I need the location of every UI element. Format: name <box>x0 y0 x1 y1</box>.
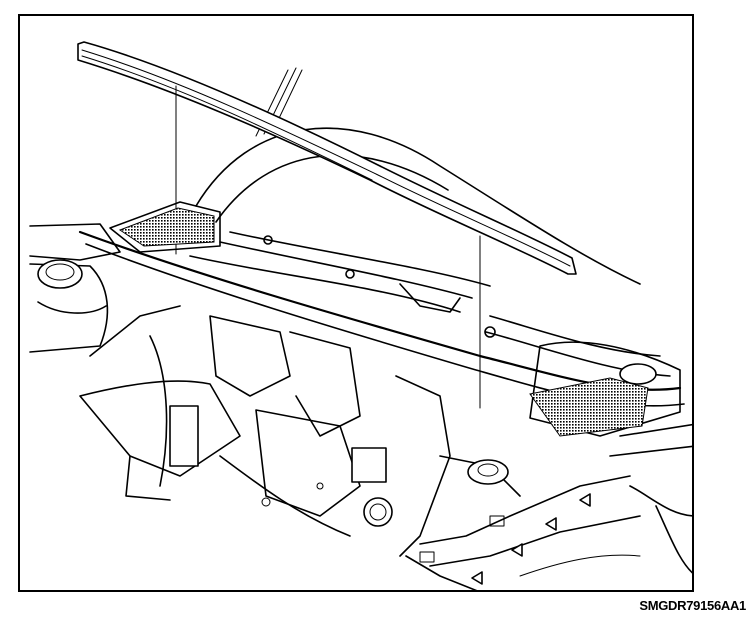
arrow-icon <box>545 517 557 531</box>
figure-frame <box>18 14 694 592</box>
arrow-icon <box>511 543 523 557</box>
brake-booster <box>467 459 509 485</box>
left-fender-area <box>29 223 241 501</box>
figure-code: SMGDR79156AA1 <box>639 598 746 613</box>
alignment-lines <box>175 85 481 409</box>
firewall-lower <box>209 315 641 590</box>
left-grille <box>109 201 221 253</box>
cowl-panel-illustration <box>29 41 692 590</box>
cowl-panel-seal <box>77 41 577 275</box>
right-grille <box>529 377 649 437</box>
cowl-plenum <box>78 230 685 407</box>
strut-tower-right <box>619 363 657 385</box>
arrow-icon <box>579 493 591 507</box>
right-cowl-area <box>529 341 692 574</box>
arrow-icon <box>471 571 483 585</box>
grommet <box>363 497 393 527</box>
direction-arrows <box>471 493 591 585</box>
